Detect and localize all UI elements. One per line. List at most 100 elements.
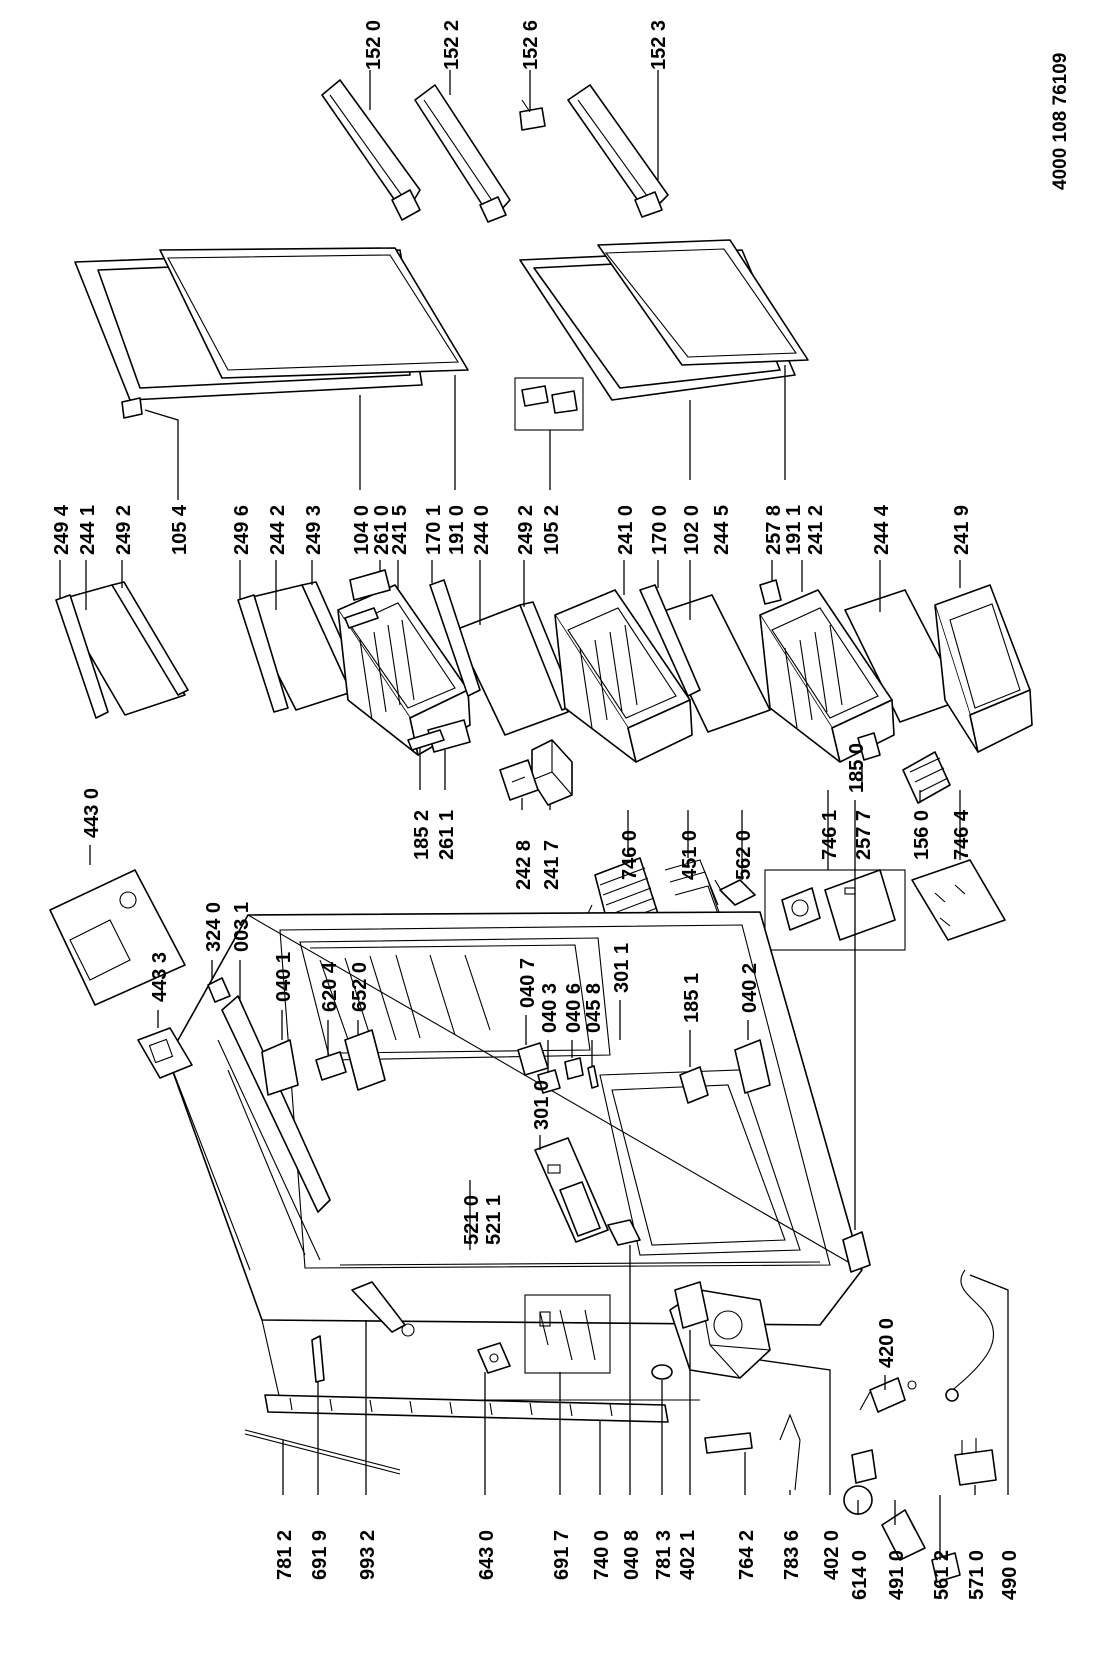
label-170-0: 170 0 xyxy=(649,505,671,555)
label-040-7: 040 7 xyxy=(517,958,539,1008)
rail-1701 xyxy=(429,579,481,697)
label-257-7: 257 7 xyxy=(853,810,875,860)
label-185-0: 185 0 xyxy=(846,743,868,793)
label-746-1: 746 1 xyxy=(819,810,841,860)
relay-4021 xyxy=(674,1281,709,1329)
label-643-0: 643 0 xyxy=(476,1530,498,1580)
label-105-2: 105 2 xyxy=(541,505,563,555)
hinge-0403 xyxy=(537,1069,561,1094)
label-241-5: 241 5 xyxy=(389,505,411,555)
part-2577 xyxy=(857,732,881,761)
label-185-1: 185 1 xyxy=(681,973,703,1023)
label-443-3: 443 3 xyxy=(149,952,171,1002)
label-1850 xyxy=(842,1231,871,1273)
label-764-2: 764 2 xyxy=(736,1530,758,1580)
loop-7836 xyxy=(779,1413,801,1491)
label-244-4: 244 4 xyxy=(871,504,893,555)
label-152-2: 152 2 xyxy=(441,20,463,70)
cover-7464 xyxy=(911,859,1006,941)
label-241-0: 241 0 xyxy=(615,505,637,555)
bracket-1526 xyxy=(519,99,546,131)
label-241-9: 241 9 xyxy=(951,505,973,555)
label-241-7: 241 7 xyxy=(541,840,563,890)
label-102-0: 102 0 xyxy=(681,505,703,555)
bracket-0401 xyxy=(261,1039,299,1096)
label-104-0: 104 0 xyxy=(351,505,373,555)
label-261-1: 261 1 xyxy=(436,810,458,860)
board-5210 xyxy=(559,1181,601,1237)
relay-5612 xyxy=(931,1552,961,1583)
label-261-0: 261 0 xyxy=(371,505,393,555)
label-301-1: 301 1 xyxy=(611,943,633,993)
hinge-set-1052 xyxy=(514,377,584,431)
fan-grille-4433 xyxy=(137,1027,193,1079)
pin-0458 xyxy=(587,1065,599,1089)
label-249-6: 249 6 xyxy=(231,505,253,555)
label-781-2a: 781 2 xyxy=(274,1530,296,1580)
label-040-6: 040 6 xyxy=(563,983,585,1033)
label-152-3: 152 3 xyxy=(648,20,670,70)
label-257-8: 257 8 xyxy=(763,505,785,555)
label-040-3: 040 3 xyxy=(539,983,561,1033)
label-652-0: 652 0 xyxy=(349,962,371,1012)
label-783-6: 783 6 xyxy=(781,1530,803,1580)
label-620-4: 620 4 xyxy=(319,961,341,1012)
label-490-0: 490 0 xyxy=(999,1550,1021,1600)
label-045-8: 045 8 xyxy=(583,983,605,1033)
cabinet xyxy=(167,911,863,1401)
plate-2611 xyxy=(427,719,471,753)
fan-assembly-7461 xyxy=(764,869,906,951)
label-191-0: 191 0 xyxy=(446,505,468,555)
label-691-9: 691 9 xyxy=(309,1530,331,1580)
label-191-1: 191 1 xyxy=(783,505,805,555)
label-185-2: 185 2 xyxy=(411,810,433,860)
label-562-0: 562 0 xyxy=(733,830,755,880)
label-244-5: 244 5 xyxy=(711,505,733,555)
bracket-0408 xyxy=(607,1219,641,1246)
bracket-0402 xyxy=(734,1039,771,1094)
label-105-4: 105 4 xyxy=(169,504,191,555)
document-number: 4000 108 76109 xyxy=(1050,53,1071,190)
rail-1852 xyxy=(344,607,445,751)
label-614-0: 614 0 xyxy=(849,1550,871,1600)
label-244-0: 244 0 xyxy=(471,505,493,555)
label-324-0: 324 0 xyxy=(203,902,225,952)
label-156-0: 156 0 xyxy=(911,810,933,860)
pipe-7812 xyxy=(244,1429,401,1475)
door-balcony-1522 xyxy=(414,84,511,223)
plate-6430 xyxy=(477,1342,511,1374)
label-241-2: 241 2 xyxy=(805,505,827,555)
washer-0406 xyxy=(564,1057,584,1080)
label-249-3: 249 3 xyxy=(303,505,325,555)
label-402-1: 402 1 xyxy=(677,1530,699,1580)
label-491-0: 491 0 xyxy=(886,1550,908,1600)
cover-4910 xyxy=(881,1509,926,1561)
label-244-2: 244 2 xyxy=(267,505,289,555)
hinge-1054 xyxy=(121,397,143,419)
part-2578 xyxy=(759,579,782,605)
label-003-1: 003 1 xyxy=(231,902,253,952)
probe-9932 xyxy=(351,1281,415,1337)
rail-1700 xyxy=(639,584,701,697)
label-746-0: 746 0 xyxy=(619,830,641,880)
label-443-0: 443 0 xyxy=(81,788,103,838)
door-balcony-1523 xyxy=(567,84,669,218)
label-249-2b: 249 2 xyxy=(515,505,537,555)
filter-7642 xyxy=(704,1432,753,1454)
power-cord-4900 xyxy=(945,1269,995,1402)
label-993-2: 993 2 xyxy=(357,1530,379,1580)
label-249-4: 249 4 xyxy=(51,504,73,555)
harness-6917 xyxy=(524,1294,611,1374)
capacitor-4200 xyxy=(859,1377,917,1413)
label-040-1: 040 1 xyxy=(273,952,295,1002)
shelf-2441 xyxy=(55,581,189,719)
sensor-5620 xyxy=(714,879,756,906)
label-451-0: 451 0 xyxy=(679,830,701,880)
label-301-0: 301 0 xyxy=(531,1080,553,1130)
label-420-0: 420 0 xyxy=(876,1318,898,1368)
shelf-2440 xyxy=(454,601,576,736)
label-746-4: 746 4 xyxy=(951,809,973,860)
label-402-0: 402 0 xyxy=(821,1530,843,1580)
